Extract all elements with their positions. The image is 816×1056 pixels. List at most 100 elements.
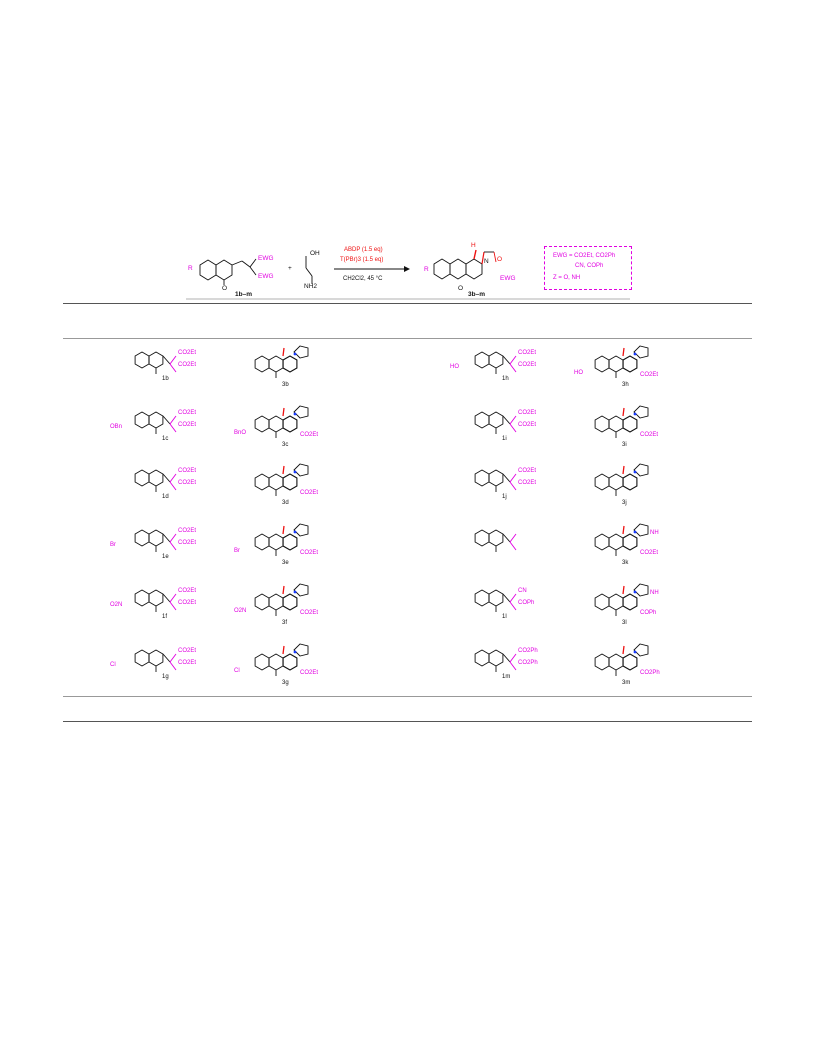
product-substituent: CO2Et [640,550,659,556]
product-substituent: CO2Et [640,432,659,438]
product-label: 3g [282,680,289,686]
sm-substituent: CO2Et [518,362,537,368]
sm-substituent: Cl [110,662,116,668]
product-structure [254,463,309,496]
sm-substituent: HO [450,364,459,370]
sm-substituent: CO2Et [178,362,197,368]
product-structure [254,583,309,616]
starting-material-structure [134,529,177,552]
legend-line-1: EWG = CO2Et, CO2Ph [553,253,616,259]
starting-material-structure [134,589,177,612]
sm-substituent: CO2Et [178,422,197,428]
product-label: 3h [622,382,629,388]
starting-material-label: 1h [502,376,509,382]
product-label: 3i [622,442,627,448]
substituent-legend-box: EWG = CO2Et, CO2Ph CN, COPh Z = O, NH [544,246,632,290]
reaction-arrow [334,266,410,272]
product-structure [594,345,649,378]
table-header-rule [63,338,752,339]
product-substituent: CO2Et [300,550,319,556]
product-substituent: CO2Ph [640,670,660,676]
starting-material-structure [134,351,177,374]
product-substituent: HO [574,370,583,376]
scheme-product-structure [433,249,497,280]
product-structure [254,405,309,438]
scheme-underline [186,298,630,300]
product-label: 3e [282,560,289,566]
starting-material-structure [134,411,177,434]
starting-material-label: 1m [502,674,511,680]
sm-substituent: CO2Et [178,468,197,474]
scheme-product-o: O [497,256,503,263]
sm-substituent: CO2Et [178,410,197,416]
product-structure [594,405,649,438]
sm-substituent: CO2Et [178,660,197,666]
product-label: 3b [282,382,289,388]
sm-substituent: CO2Et [518,410,537,416]
starting-material-structure [134,469,177,492]
sm-substituent: O2N [110,602,123,608]
starting-material-label: 1d [162,494,169,500]
product-substituent: CO2Et [300,610,319,616]
scheme-starting-material-structure [199,258,257,285]
product-structure [594,643,649,676]
starting-material-structure [474,529,517,552]
scheme-sm-label: 1b–m [235,291,252,298]
product-label: 3m [622,680,631,686]
scheme-product-h: H [471,242,476,249]
product-structure [254,345,309,378]
sm-substituent: CO2Ph [518,648,538,654]
table-body-bottom-rule [63,696,752,697]
sm-substituent: CO2Et [518,480,537,486]
legend-line-3: Z = O, NH [553,275,581,281]
scheme-product-label: 3b–m [468,291,485,298]
starting-material-structure [134,649,177,672]
table-bottom-rule [63,721,752,722]
product-structure [594,523,649,556]
sm-substituent: CO2Et [518,468,537,474]
sm-substituent: COPh [518,600,535,606]
sm-substituent: CO2Et [178,480,197,486]
starting-material-label: 1f [162,614,168,620]
scheme-plus: + [288,265,292,272]
product-substituent: O2N [234,608,247,614]
scheme-condition-1: ABDP (1.5 eq) [344,247,383,253]
product-substituent: CO2Et [300,490,319,496]
scheme-r-group: R [188,265,193,272]
product-label: 3c [282,442,289,448]
sm-substituent: CO2Ph [518,660,538,666]
starting-material-structure [474,351,517,374]
sm-substituent: CO2Et [178,648,197,654]
starting-material-label: 1c [162,436,169,442]
product-label: 3f [282,620,288,626]
sm-substituent: CO2Et [178,350,197,356]
scheme-product-r: R [424,266,429,273]
starting-material-structure [474,469,517,492]
sm-substituent: CO2Et [178,528,197,534]
sm-substituent: Br [110,542,116,548]
product-label: 3l [622,620,627,626]
product-substituent: NH [650,530,659,536]
product-structure [594,583,649,616]
scheme-condition-2: T(PBr)3 (1.5 eq) [340,257,384,263]
product-substituent: CO2Et [300,670,319,676]
starting-material-label: 1e [162,554,169,560]
sm-substituent: CO2Et [178,540,197,546]
starting-material-label: 1l [502,614,507,620]
product-substituent: CO2Et [640,372,659,378]
product-substituent: Br [234,548,240,554]
starting-material-label: 1b [162,376,169,382]
scheme-ewg-bottom: EWG [258,273,274,280]
scheme-reagent-oh: OH [310,250,320,257]
product-substituent: Cl [234,668,240,674]
sm-substituent: CO2Et [518,422,537,428]
scheme-carbonyl-o: O [222,285,228,292]
table-top-rule [63,303,752,304]
sm-substituent: CN [518,588,527,594]
product-substituent: BnO [234,430,247,436]
product-substituent: COPh [640,610,657,616]
legend-line-2: CN, COPh [575,263,604,269]
starting-material-label: 1j [502,494,507,500]
scheme-product-n: N [484,258,489,265]
product-label: 3k [622,560,629,566]
